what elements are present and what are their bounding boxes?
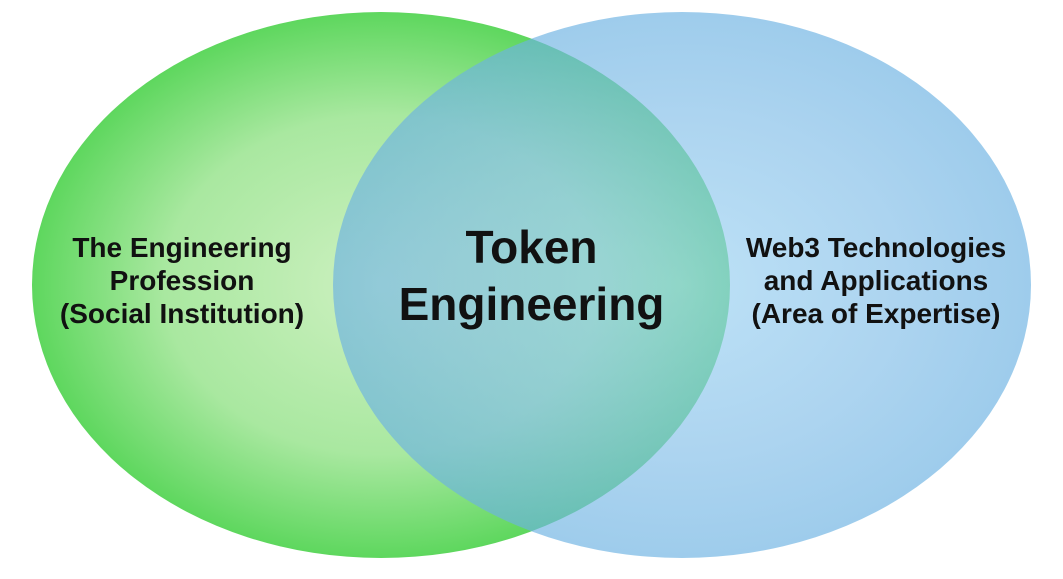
right-ellipse-blue bbox=[333, 12, 1031, 558]
intersection-label-line-2: Engineering bbox=[398, 278, 665, 330]
intersection-label-line-1: Token bbox=[465, 221, 598, 273]
intersection-label: Token Engineering bbox=[371, 219, 692, 333]
left-set-label-line-3: (Social Institution) bbox=[59, 298, 305, 329]
right-set-label: Web3 Technologies and Applications (Area… bbox=[716, 231, 1036, 330]
right-set-label-line-1: Web3 Technologies bbox=[745, 232, 1007, 263]
left-set-label-line-2: Profession bbox=[109, 265, 255, 296]
left-set-label: The Engineering Profession (Social Insti… bbox=[22, 231, 342, 330]
left-set-label-line-1: The Engineering bbox=[72, 232, 292, 263]
right-set-label-line-3: (Area of Expertise) bbox=[751, 298, 1001, 329]
right-set-label-line-2: and Applications bbox=[763, 265, 989, 296]
